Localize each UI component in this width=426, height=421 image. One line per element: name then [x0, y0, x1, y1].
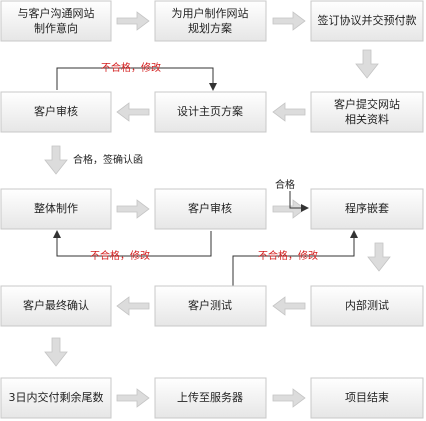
node-submit-materials-line-2: 相关资料: [345, 112, 389, 126]
approve-label: 合格: [275, 178, 295, 191]
arrow-down-left-2: [44, 337, 68, 367]
arrow-row2-a: [272, 102, 306, 122]
node-final-confirm-line-1: 客户最终确认: [23, 298, 89, 312]
node-communicate-intent: 与客户沟通网站 制作意向: [0, 0, 112, 42]
node-sign-agreement: 签订协议并交预付款: [310, 0, 424, 42]
node-internal-test-line-1: 内部测试: [345, 298, 389, 312]
node-client-test-line-1: 客户测试: [188, 298, 232, 312]
feedback-lines: [53, 67, 358, 287]
node-client-review-2-line-1: 客户审核: [188, 201, 232, 215]
arrow-row4-b: [116, 296, 150, 316]
reject-loop-middle-line: [53, 230, 212, 257]
reject-label-lower: 不合格，修改: [258, 249, 318, 262]
node-design-homepage: 设计主页方案: [154, 91, 267, 133]
arrow-row5-b: [272, 388, 306, 408]
arrow-down-right-2: [367, 242, 391, 272]
node-pay-balance: 3日内交付剩余尾数: [0, 377, 112, 419]
node-client-review-2: 客户审核: [154, 188, 267, 230]
node-communicate-intent-line-2: 制作意向: [34, 21, 78, 35]
node-program-embed-line-1: 程序嵌套: [345, 201, 389, 215]
flow-labels: 不合格，修改 合格，签确认函 合格 不合格，修改 不合格，修改: [73, 61, 318, 262]
arrow-row5-a: [116, 388, 150, 408]
node-submit-materials-line-1: 客户提交网站: [334, 97, 400, 111]
node-communicate-intent-line-1: 与客户沟通网站: [18, 6, 95, 20]
node-upload-server-line-1: 上传至服务器: [177, 391, 243, 404]
flow-arrows: [44, 11, 391, 408]
approve-sign-label: 合格，签确认函: [73, 153, 143, 166]
node-plan-proposal-line-1: 为用户制作网站: [172, 6, 249, 20]
node-program-embed: 程序嵌套: [310, 188, 424, 230]
arrow-row3-a: [116, 199, 150, 219]
arrow-row4-a: [272, 296, 306, 316]
arrow-down-left-1: [44, 145, 68, 175]
reject-label-middle: 不合格，修改: [90, 249, 150, 262]
arrow-row1-b: [272, 11, 306, 31]
arrow-down-right-1: [355, 49, 379, 79]
node-plan-proposal: 为用户制作网站 规划方案: [154, 0, 267, 42]
node-client-review-1-line-1: 客户审核: [34, 104, 78, 118]
node-upload-server: 上传至服务器: [154, 377, 267, 419]
node-client-review-1: 客户审核: [0, 91, 112, 133]
arrow-row3-b: [272, 199, 306, 219]
node-submit-materials: 客户提交网站 相关资料: [310, 91, 424, 133]
node-final-confirm: 客户最终确认: [0, 285, 112, 327]
arrow-row1-a: [116, 11, 150, 31]
approve-line: [289, 191, 309, 212]
node-plan-proposal-line-2: 规划方案: [188, 21, 232, 35]
node-sign-agreement-line-1: 签订协议并交预付款: [318, 13, 417, 27]
arrow-row2-b: [116, 102, 150, 122]
node-project-end: 项目结束: [310, 377, 424, 419]
node-overall-build-line-1: 整体制作: [34, 201, 78, 215]
node-internal-test: 内部测试: [310, 285, 424, 327]
reject-loop-lower-line: [232, 230, 358, 287]
reject-loop-top-line: [56, 67, 217, 91]
node-pay-balance-line-1: 3日内交付剩余尾数: [9, 390, 104, 404]
reject-label-top: 不合格，修改: [101, 61, 161, 74]
node-design-homepage-line-1: 设计主页方案: [177, 104, 243, 118]
node-client-test: 客户测试: [154, 285, 267, 327]
node-overall-build: 整体制作: [0, 188, 112, 230]
node-project-end-line-1: 项目结束: [345, 391, 389, 404]
